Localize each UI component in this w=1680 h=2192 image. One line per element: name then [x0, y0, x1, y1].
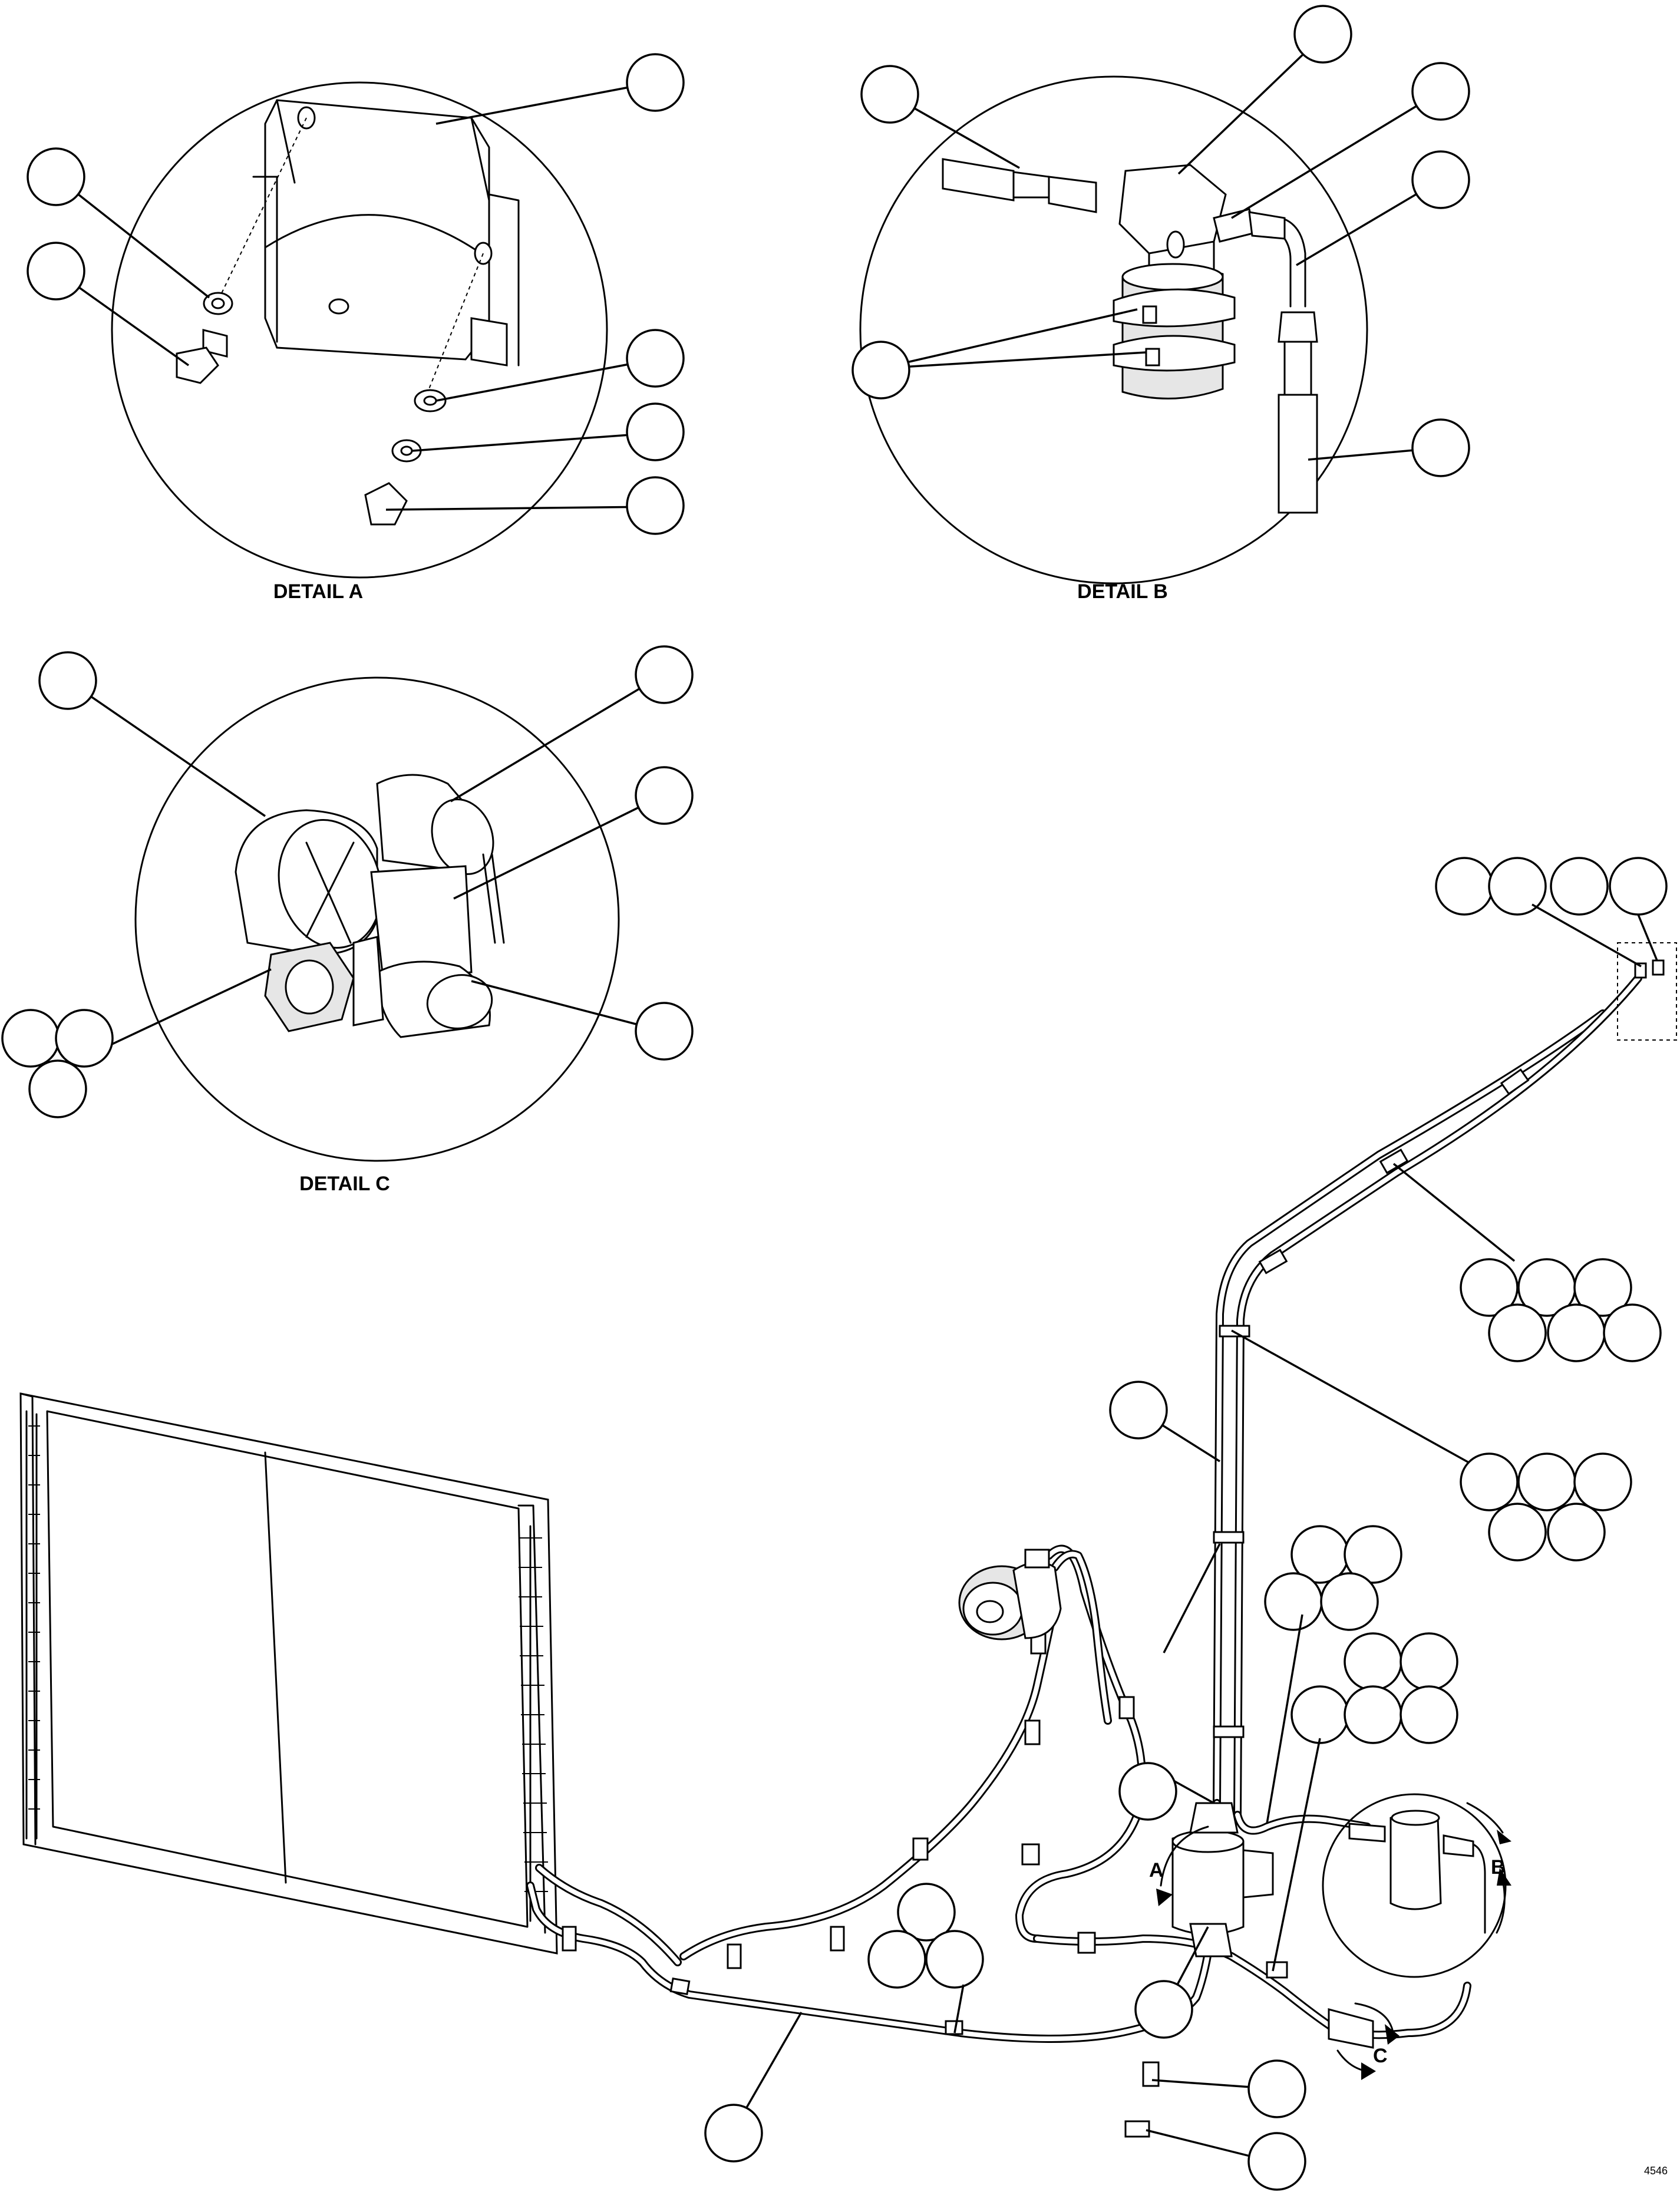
main-view: A B C: [19, 857, 1677, 2191]
callout-m31[interactable]: [704, 2104, 763, 2163]
detail-b: DETAIL B: [851, 5, 1470, 603]
view-marker-a: A: [1149, 1859, 1164, 1881]
callout-m7[interactable]: [1573, 1258, 1632, 1317]
detail-c-label: DETAIL C: [299, 1173, 390, 1195]
callout-b1[interactable]: [860, 65, 919, 124]
detail-c-view-indicator: C: [1328, 2002, 1400, 2080]
callout-m30[interactable]: [1134, 1980, 1193, 2039]
callout-m5[interactable]: [1460, 1258, 1519, 1317]
callout-m23[interactable]: [1290, 1685, 1349, 1744]
callout-m22[interactable]: [1400, 1632, 1458, 1691]
callout-m2[interactable]: [1488, 857, 1547, 916]
callout-b3[interactable]: [1411, 62, 1470, 121]
detail-a: DETAIL A: [27, 53, 685, 603]
callout-b2[interactable]: [1293, 5, 1352, 64]
detail-b-label: DETAIL B: [1077, 580, 1168, 603]
callout-m21[interactable]: [1344, 1632, 1402, 1691]
callout-m28[interactable]: [867, 1930, 926, 1989]
receiver-drier-main: [1171, 1802, 1274, 1957]
callout-m8[interactable]: [1488, 1303, 1547, 1362]
detail-a-label: DETAIL A: [273, 580, 363, 603]
detail-b-circle: [859, 75, 1368, 585]
callout-c1[interactable]: [38, 651, 97, 710]
sheet-number: 4546: [1644, 2165, 1668, 2177]
refrigerant-hoses: [526, 974, 1642, 2043]
callout-m24[interactable]: [1344, 1685, 1402, 1744]
callout-m29[interactable]: [925, 1930, 984, 1989]
callout-m14[interactable]: [1488, 1503, 1547, 1562]
callout-c5[interactable]: [1, 1009, 60, 1068]
detail-c-hose-clamp-assembly: [235, 774, 505, 1038]
callout-m15[interactable]: [1547, 1503, 1606, 1562]
callout-a6[interactable]: [626, 476, 685, 535]
detail-a-bolt-left: [176, 329, 228, 384]
callout-m12[interactable]: [1517, 1452, 1576, 1511]
detail-c: DETAIL C: [1, 645, 694, 1195]
callout-a2[interactable]: [27, 147, 85, 206]
connection-detail-box: [1617, 942, 1677, 1041]
callout-m27[interactable]: [897, 1883, 956, 1942]
detail-a-bolt-right: [364, 482, 408, 526]
callout-c6[interactable]: [55, 1009, 114, 1068]
callout-m16[interactable]: [1109, 1381, 1168, 1440]
callout-m4[interactable]: [1609, 857, 1668, 916]
callout-a3[interactable]: [27, 242, 85, 301]
callout-m20[interactable]: [1320, 1572, 1379, 1631]
detail-b-view-indicator: B: [1322, 1793, 1511, 1978]
callout-m13[interactable]: [1573, 1452, 1632, 1511]
callout-m33[interactable]: [1247, 2132, 1306, 2191]
callout-m1[interactable]: [1435, 857, 1494, 916]
callout-a1[interactable]: [626, 53, 685, 112]
callout-m26[interactable]: [1118, 1762, 1177, 1821]
detail-a-circle: [111, 81, 608, 579]
compressor: [958, 1549, 1062, 1640]
detail-c-circle: [134, 676, 620, 1162]
callout-c3[interactable]: [635, 766, 694, 825]
callout-b5[interactable]: [851, 341, 910, 400]
callout-m32[interactable]: [1247, 2059, 1306, 2118]
detail-b-receiver-drier: [1113, 164, 1236, 400]
callout-m25[interactable]: [1400, 1685, 1458, 1744]
callout-a4[interactable]: [626, 329, 685, 388]
callout-b4[interactable]: [1411, 150, 1470, 209]
view-marker-b: B: [1491, 1856, 1506, 1879]
callout-m18[interactable]: [1344, 1525, 1402, 1584]
detail-a-mounting-bracket: [252, 99, 520, 367]
callout-m9[interactable]: [1547, 1303, 1606, 1362]
callout-m11[interactable]: [1460, 1452, 1519, 1511]
callout-c2[interactable]: [635, 645, 694, 704]
view-marker-c: C: [1373, 2045, 1388, 2067]
callout-c4[interactable]: [635, 1002, 694, 1061]
callout-m3[interactable]: [1550, 857, 1609, 916]
callout-c7[interactable]: [28, 1059, 87, 1118]
callout-a5[interactable]: [626, 402, 685, 461]
callout-m10[interactable]: [1603, 1303, 1662, 1362]
hose-clips: [562, 1068, 1530, 2138]
condenser: [19, 1392, 558, 1955]
callout-m19[interactable]: [1264, 1572, 1323, 1631]
callout-b6[interactable]: [1411, 418, 1470, 477]
